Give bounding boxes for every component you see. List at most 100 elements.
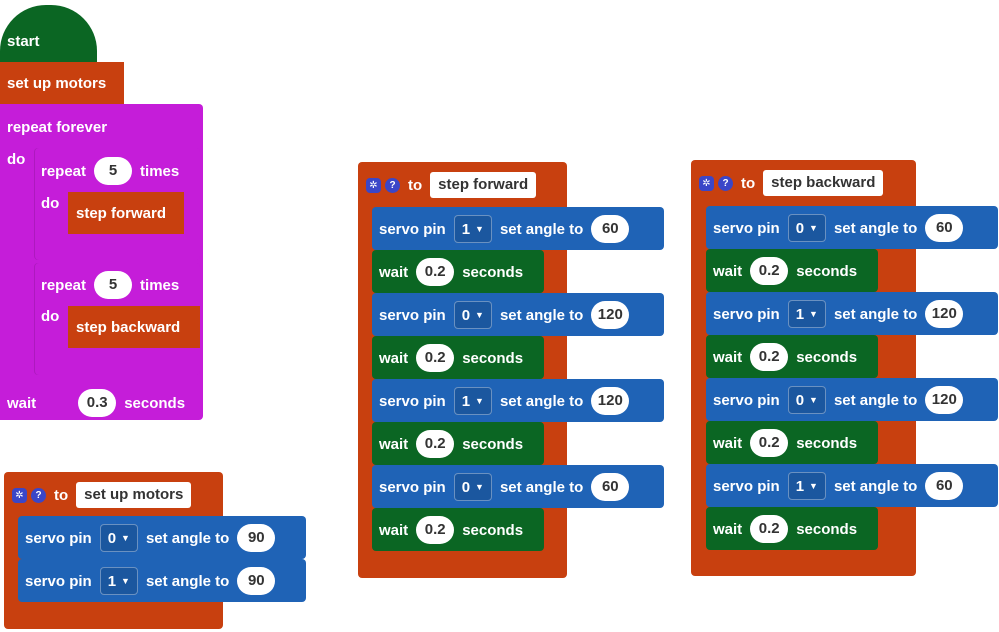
backward-function-name-input[interactable]: step backward <box>763 170 884 196</box>
gear-icon[interactable]: ✲ <box>699 175 714 191</box>
angle-input[interactable]: 120 <box>591 387 630 415</box>
wait-label: wait <box>713 262 743 280</box>
repeat-backward-times-label: times <box>140 276 180 294</box>
wait-seconds-input[interactable]: 0.2 <box>416 258 455 286</box>
wait-seconds-unit: seconds <box>796 348 858 366</box>
pin-dropdown[interactable]: 0▼ <box>787 386 826 414</box>
servo-pin-label: servo pin <box>713 477 780 495</box>
servo-block[interactable]: servo pin 0▼ set angle to 120 <box>706 378 998 421</box>
set-up-motors-call-block[interactable]: set up motors <box>0 62 124 104</box>
wait-seconds-unit: seconds <box>796 520 858 538</box>
step-forward-call-label: step forward <box>76 205 167 222</box>
pin-dropdown[interactable]: 0▼ <box>453 301 492 329</box>
wait-seconds-input[interactable]: 0.2 <box>416 516 455 544</box>
wait-label: wait <box>379 521 409 539</box>
wait-seconds-input[interactable]: 0.2 <box>750 429 789 457</box>
repeat-forward-label: repeat <box>41 162 87 180</box>
wait-seconds-input[interactable]: 0.2 <box>750 343 789 371</box>
angle-input[interactable]: 120 <box>925 300 964 328</box>
wait-seconds-input[interactable]: 0.2 <box>416 344 455 372</box>
angle-input[interactable]: 60 <box>591 215 630 243</box>
wait-seconds-input[interactable]: 0.2 <box>750 257 789 285</box>
pin-dropdown[interactable]: 0▼ <box>453 473 492 501</box>
set-angle-label: set angle to <box>499 392 584 410</box>
caret-down-icon: ▼ <box>121 533 130 543</box>
caret-down-icon: ▼ <box>475 224 484 234</box>
wait-block[interactable]: wait 0.2 seconds <box>706 335 878 378</box>
angle-input[interactable]: 90 <box>237 567 276 595</box>
wait-block[interactable]: wait 0.2 seconds <box>706 249 878 292</box>
help-icon[interactable]: ? <box>31 487 46 503</box>
step-backward-call-block[interactable]: step backward <box>68 306 200 348</box>
wait-seconds-unit: seconds <box>124 394 186 412</box>
wait-block[interactable]: wait 0.2 seconds <box>372 422 544 465</box>
start-block[interactable]: start <box>0 5 97 62</box>
set-angle-label: set angle to <box>833 391 918 409</box>
pin-dropdown[interactable]: 1▼ <box>787 472 826 500</box>
help-icon[interactable]: ? <box>718 175 733 191</box>
repeat-forward-do-label: do <box>41 195 60 212</box>
wait-block[interactable]: wait 0.2 seconds <box>372 336 544 379</box>
caret-down-icon: ▼ <box>809 223 818 233</box>
servo-block[interactable]: servo pin 0▼ set angle to 120 <box>372 293 664 336</box>
servo-pin-label: servo pin <box>713 391 780 409</box>
repeat-backward-do-label: do <box>41 308 60 325</box>
wait-seconds-input[interactable]: 0.2 <box>750 515 789 543</box>
wait-seconds-input[interactable]: 0.2 <box>416 430 455 458</box>
pin-dropdown[interactable]: 1▼ <box>787 300 826 328</box>
start-label: start <box>7 33 40 50</box>
wait-seconds-unit: seconds <box>796 434 858 452</box>
pin-dropdown[interactable]: 1▼ <box>99 567 138 595</box>
servo-block[interactable]: servo pin 0▼ set angle to 60 <box>372 465 664 508</box>
angle-input[interactable]: 90 <box>237 524 276 552</box>
servo-block[interactable]: servo pin 1▼ set angle to 90 <box>18 559 306 602</box>
caret-down-icon: ▼ <box>809 481 818 491</box>
set-angle-label: set angle to <box>499 306 584 324</box>
set-up-motors-call-label: set up motors <box>7 75 107 92</box>
setup-to-label: to <box>54 486 69 504</box>
servo-block[interactable]: servo pin 1▼ set angle to 120 <box>706 292 998 335</box>
setup-function-name-input[interactable]: set up motors <box>76 482 192 508</box>
servo-block[interactable]: servo pin 1▼ set angle to 120 <box>372 379 664 422</box>
repeat-forward-count-input[interactable]: 5 <box>94 157 133 185</box>
help-icon[interactable]: ? <box>385 177 400 193</box>
caret-down-icon: ▼ <box>475 310 484 320</box>
set-angle-label: set angle to <box>145 529 230 547</box>
angle-input[interactable]: 60 <box>591 473 630 501</box>
repeat-forever-label: repeat forever <box>7 119 108 136</box>
step-forward-call-block[interactable]: step forward <box>68 192 184 234</box>
servo-block[interactable]: servo pin 0▼ set angle to 90 <box>18 516 306 559</box>
angle-input[interactable]: 120 <box>925 386 964 414</box>
gear-icon[interactable]: ✲ <box>12 487 27 503</box>
wait-block[interactable]: wait 0.2 seconds <box>706 507 878 550</box>
angle-input[interactable]: 60 <box>925 214 964 242</box>
wait-label: wait <box>379 263 409 281</box>
pin-dropdown[interactable]: 1▼ <box>453 387 492 415</box>
wait-block[interactable]: wait 0.3 seconds <box>7 389 185 417</box>
wait-label: wait <box>713 348 743 366</box>
angle-input[interactable]: 120 <box>591 301 630 329</box>
set-angle-label: set angle to <box>833 477 918 495</box>
servo-block[interactable]: servo pin 1▼ set angle to 60 <box>706 464 998 507</box>
wait-seconds-input[interactable]: 0.3 <box>78 389 117 417</box>
wait-block[interactable]: wait 0.2 seconds <box>372 508 544 551</box>
pin-dropdown[interactable]: 1▼ <box>453 215 492 243</box>
pin-dropdown[interactable]: 0▼ <box>787 214 826 242</box>
gear-icon[interactable]: ✲ <box>366 177 381 193</box>
forward-function-name-input[interactable]: step forward <box>430 172 537 198</box>
servo-pin-label: servo pin <box>379 392 446 410</box>
servo-block[interactable]: servo pin 0▼ set angle to 60 <box>706 206 998 249</box>
angle-input[interactable]: 60 <box>925 472 964 500</box>
pin-dropdown[interactable]: 0▼ <box>99 524 138 552</box>
caret-down-icon: ▼ <box>121 576 130 586</box>
set-angle-label: set angle to <box>499 220 584 238</box>
wait-label: wait <box>713 520 743 538</box>
repeat-backward-count-input[interactable]: 5 <box>94 271 133 299</box>
wait-block[interactable]: wait 0.2 seconds <box>706 421 878 464</box>
servo-pin-label: servo pin <box>379 478 446 496</box>
servo-block[interactable]: servo pin 1▼ set angle to 60 <box>372 207 664 250</box>
wait-block[interactable]: wait 0.2 seconds <box>372 250 544 293</box>
wait-label: wait <box>379 435 409 453</box>
wait-seconds-unit: seconds <box>462 521 524 539</box>
servo-pin-label: servo pin <box>25 572 92 590</box>
